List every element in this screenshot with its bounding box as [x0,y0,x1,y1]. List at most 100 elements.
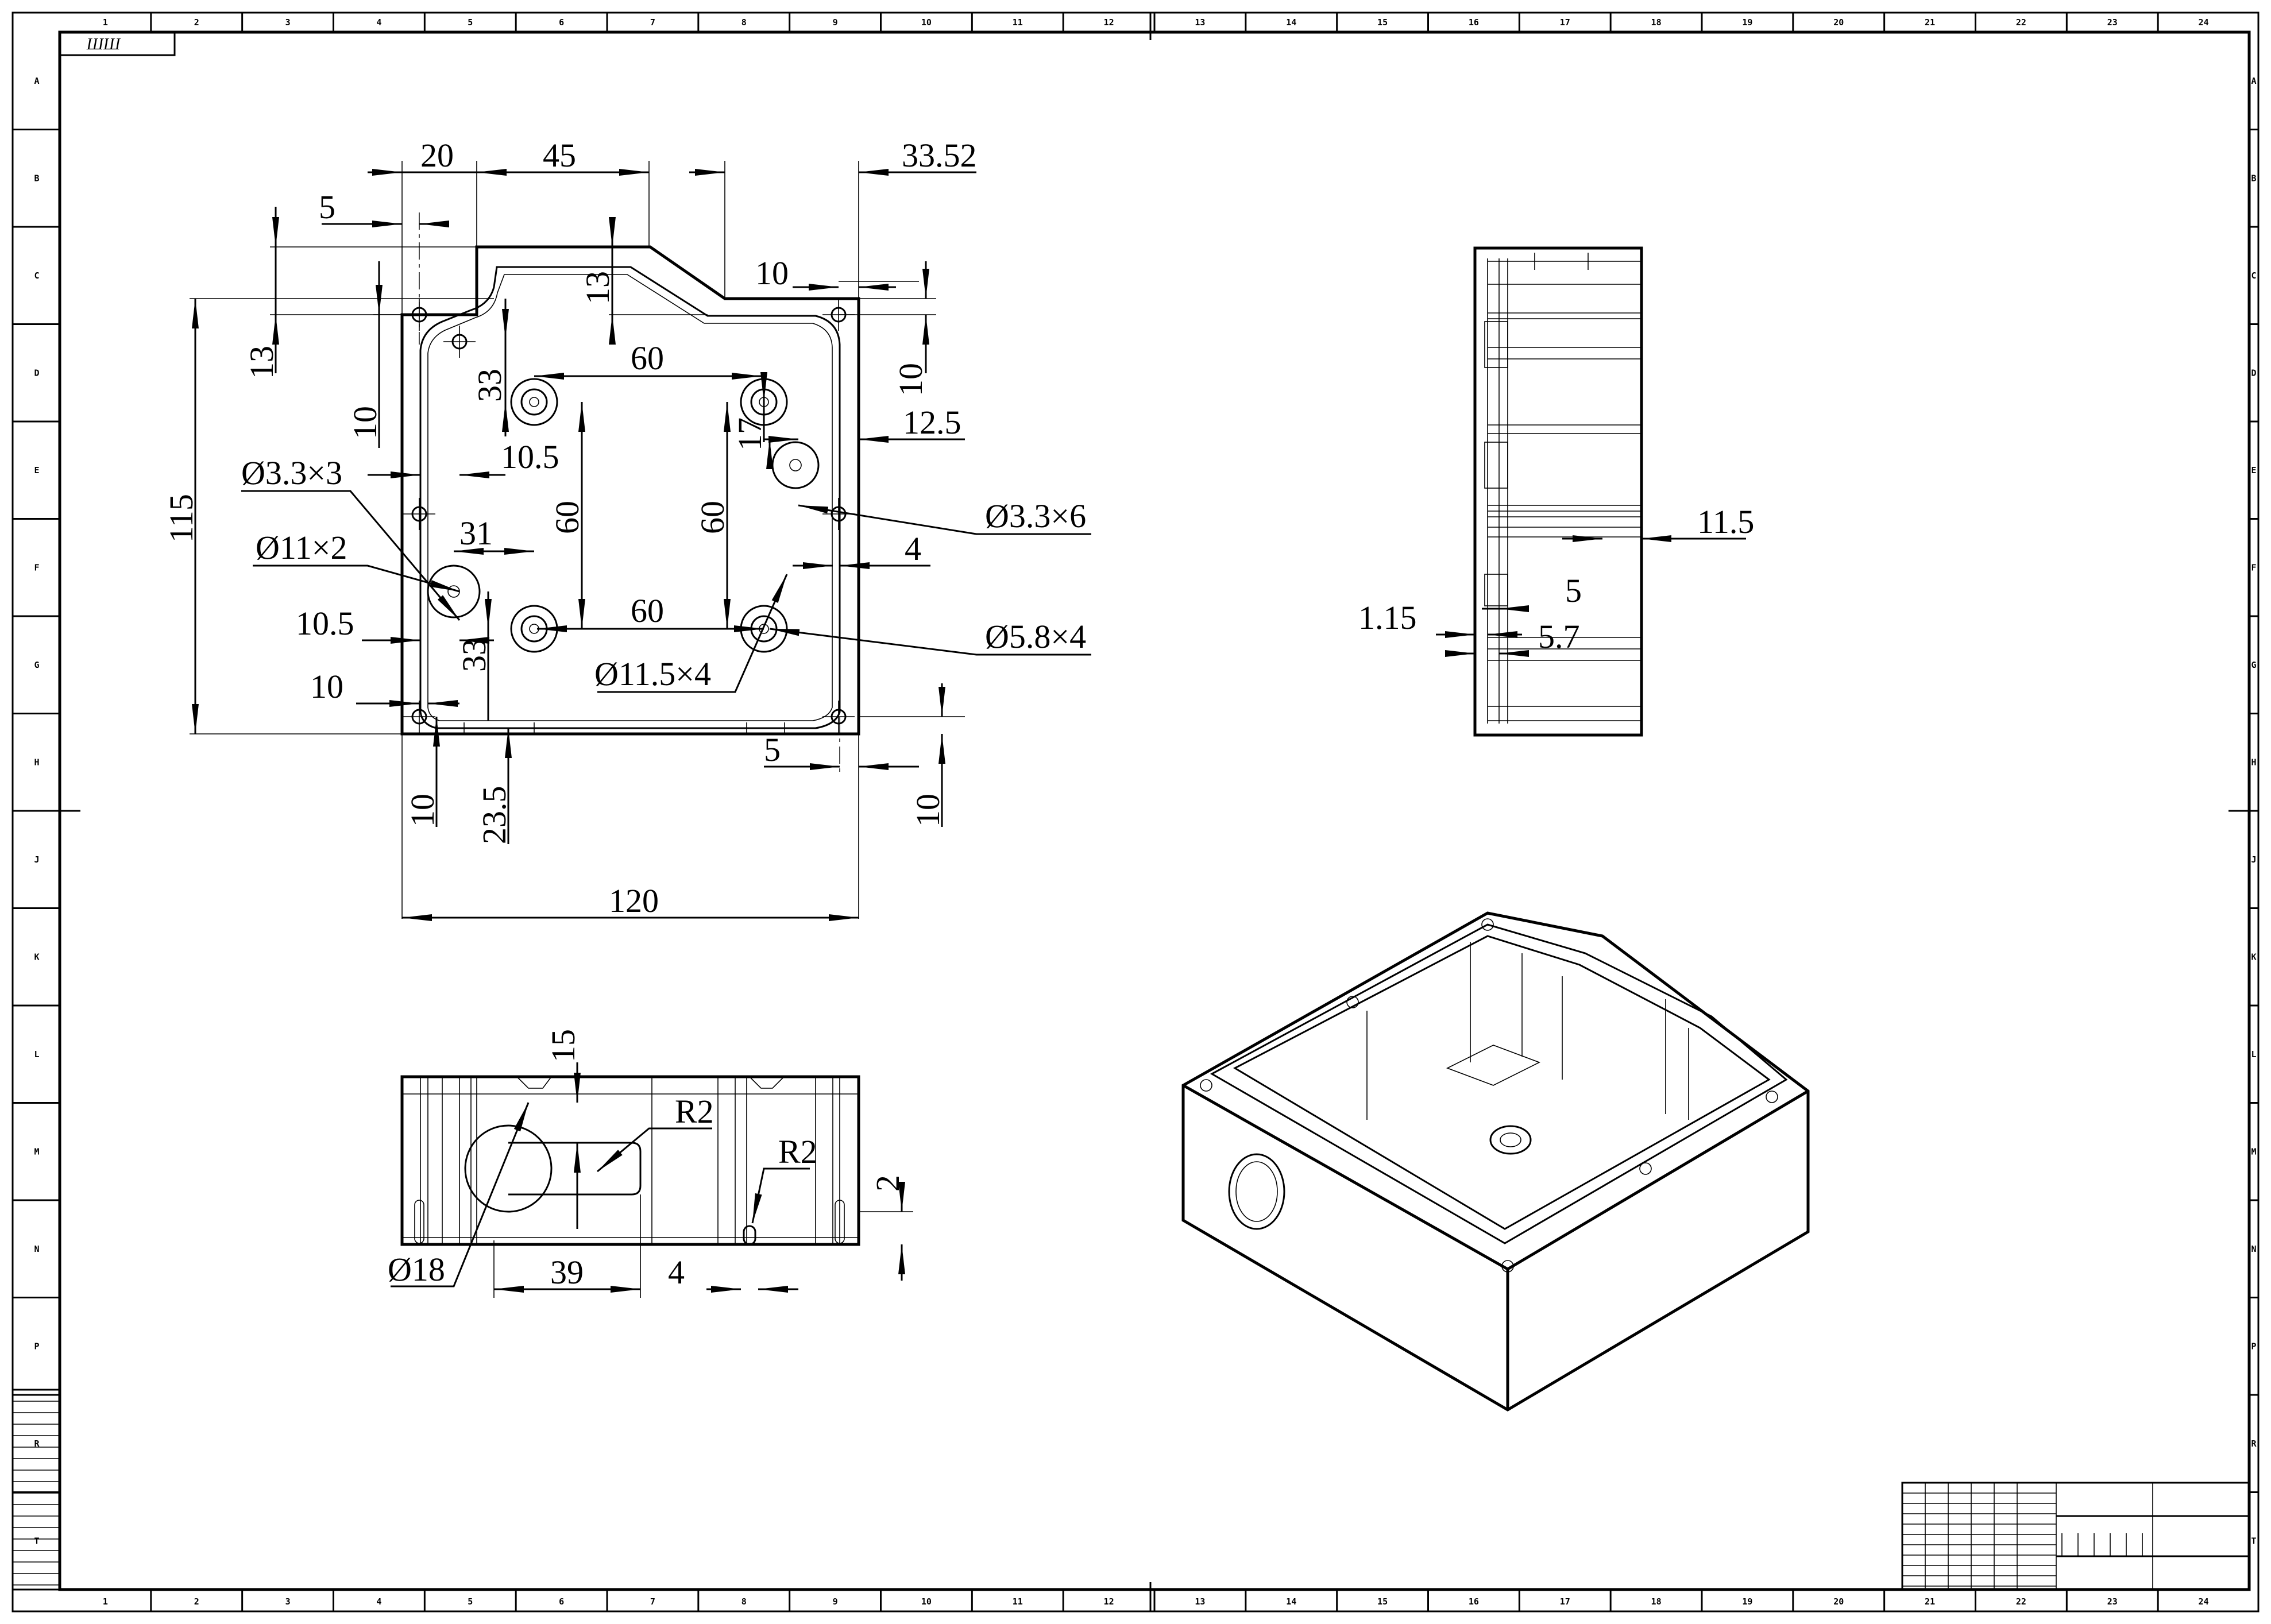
dim-5-bottom: 5 [764,731,781,768]
dim-10-top-right: 10 [755,254,789,292]
zone-column-label: 22 [2016,17,2026,28]
title-box-label: ШШ [86,36,121,53]
dim-60-right-vertical: 60 [694,501,731,534]
front-view-dimensions: 15 R2 R2 2 Ø18 39 4 [388,1029,906,1291]
dim-10-left: 10 [346,406,384,439]
zone-row-label: P [34,1341,39,1351]
zone-column-label: 21 [1925,1596,1935,1607]
zone-row-label: F [34,562,39,573]
zone-row-label: D [2251,368,2256,378]
zone-row-label: G [2251,660,2256,670]
zone-row-label: H [34,757,39,767]
zone-row-label: D [34,368,39,378]
dim-1-15: 1.15 [1358,599,1417,636]
zone-row-label: P [2251,1341,2256,1351]
dim-120: 120 [609,882,659,919]
dim-4: 4 [905,530,921,567]
zone-column-label: 7 [650,17,655,28]
side-view [1436,246,1746,737]
zone-column-label: 5 [468,1596,473,1607]
dim-13-mid: 13 [579,271,616,304]
zone-column-label: 9 [833,1596,838,1607]
zone-row-label: R [34,1439,40,1449]
zone-row-label: G [34,660,39,670]
zone-column-label: 17 [1560,17,1570,28]
dim-31: 31 [459,515,493,552]
zone-column-label: 13 [1195,1596,1205,1607]
dim-20: 20 [420,137,454,174]
dim-33-52: 33.52 [902,137,977,174]
zone-row-label: T [34,1536,39,1546]
dim-17: 17 [731,417,768,451]
zone-column-label: 15 [1377,17,1388,28]
dim-phi-5-8x4: Ø5.8×4 [985,618,1086,655]
dim-5-side: 5 [1565,572,1582,609]
zone-row-label: N [2251,1244,2256,1254]
dim-phi-11x2: Ø11×2 [256,529,347,566]
zone-column-label: 4 [376,17,381,28]
zone-column-label: 17 [1560,1596,1570,1607]
dim-phi-3-3x6: Ø3.3×6 [985,497,1086,535]
zone-column-label: 5 [468,17,473,28]
dim-10-right: 10 [892,363,929,396]
zone-row-label: F [2251,562,2256,573]
dim-phi-3-3x3: Ø3.3×3 [241,454,342,492]
zone-row-label: R [2251,1439,2257,1449]
zone-row-label: C [2251,270,2256,281]
zone-row-label: H [2251,757,2256,767]
zone-row-label: L [2251,1049,2256,1060]
zone-column-label: 19 [1742,1596,1752,1607]
zone-row-label: M [2251,1146,2256,1157]
dim-39: 39 [550,1254,584,1291]
zone-row-label: T [2251,1536,2256,1546]
front-view [391,1062,913,1298]
parts-list-block [11,1389,61,1591]
zone-column-label: 4 [376,1596,381,1607]
dim-r2-left: R2 [675,1093,714,1130]
zone-column-label: 16 [1469,1596,1479,1607]
dim-60-bottom: 60 [631,592,664,629]
zone-row-label: E [2251,465,2256,475]
zone-column-label: 13 [1195,17,1205,28]
zone-column-label: 20 [1833,17,1844,28]
dim-115: 115 [163,494,200,543]
zone-column-label: 6 [559,1596,564,1607]
zone-row-label: C [34,270,39,281]
dim-10-bottom-right: 10 [909,794,947,827]
dim-10-bottom-left: 10 [404,794,441,827]
zone-row-label: E [34,465,39,475]
dim-33-upper: 33 [471,369,508,402]
zone-column-label: 8 [741,17,747,28]
zone-row-label: J [34,854,39,865]
zone-column-label: 7 [650,1596,655,1607]
zone-column-label: 8 [741,1596,747,1607]
zone-column-label: 18 [1651,17,1662,28]
dim-12-5: 12.5 [903,404,961,441]
zone-row-label: K [34,952,39,962]
zone-column-label: 19 [1742,17,1752,28]
dim-60-left-vertical: 60 [549,501,586,534]
zone-row-label: J [2251,854,2256,865]
zone-row-label: N [34,1244,39,1254]
dim-phi-11-5x4: Ø11.5×4 [594,655,711,693]
zone-column-label: 14 [1286,17,1296,28]
zone-row-label: A [2251,76,2256,86]
side-view-dimensions: 11.5 5 1.15 5.7 [1358,503,1754,655]
zone-column-label: 3 [285,1596,291,1607]
zone-row-label: K [2251,952,2256,962]
zone-row-label: M [34,1146,39,1157]
dim-45: 45 [543,137,576,174]
dim-5-top: 5 [319,188,335,226]
zone-column-label: 15 [1377,1596,1388,1607]
zone-row-label: A [34,76,39,86]
zone-column-label: 12 [1104,1596,1114,1607]
zone-column-label: 12 [1104,17,1114,28]
zone-column-label: 22 [2016,1596,2026,1607]
zone-row-label: B [34,173,39,183]
dim-4-front: 4 [668,1254,685,1291]
zone-column-label: 24 [2199,17,2209,28]
zone-column-label: 10 [921,17,932,28]
